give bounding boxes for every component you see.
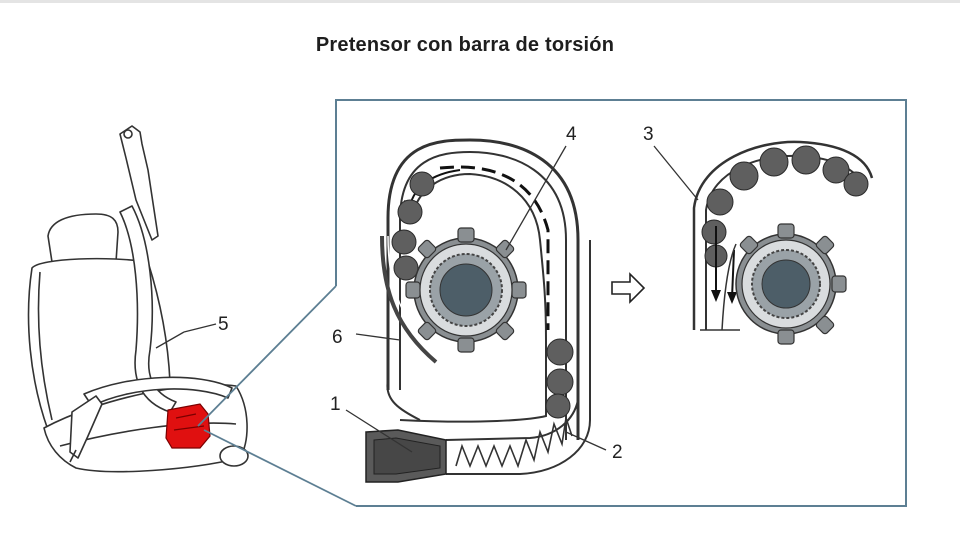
gas-generator [366,430,446,482]
gear-wheel-right [736,224,846,344]
spring-coil [456,418,572,466]
callout-3: 3 [643,124,654,145]
mechanism-initial [366,140,590,482]
mechanism-activated [694,142,872,344]
callout-1: 1 [330,394,341,415]
callout-6: 6 [332,327,343,348]
callout-4: 4 [566,124,577,145]
callout-2: 2 [612,442,623,463]
callout-5: 5 [218,314,229,335]
pretensioner-highlight [166,404,210,448]
right-outline-arrow-icon [612,274,644,302]
car-seat-illustration [29,126,248,472]
